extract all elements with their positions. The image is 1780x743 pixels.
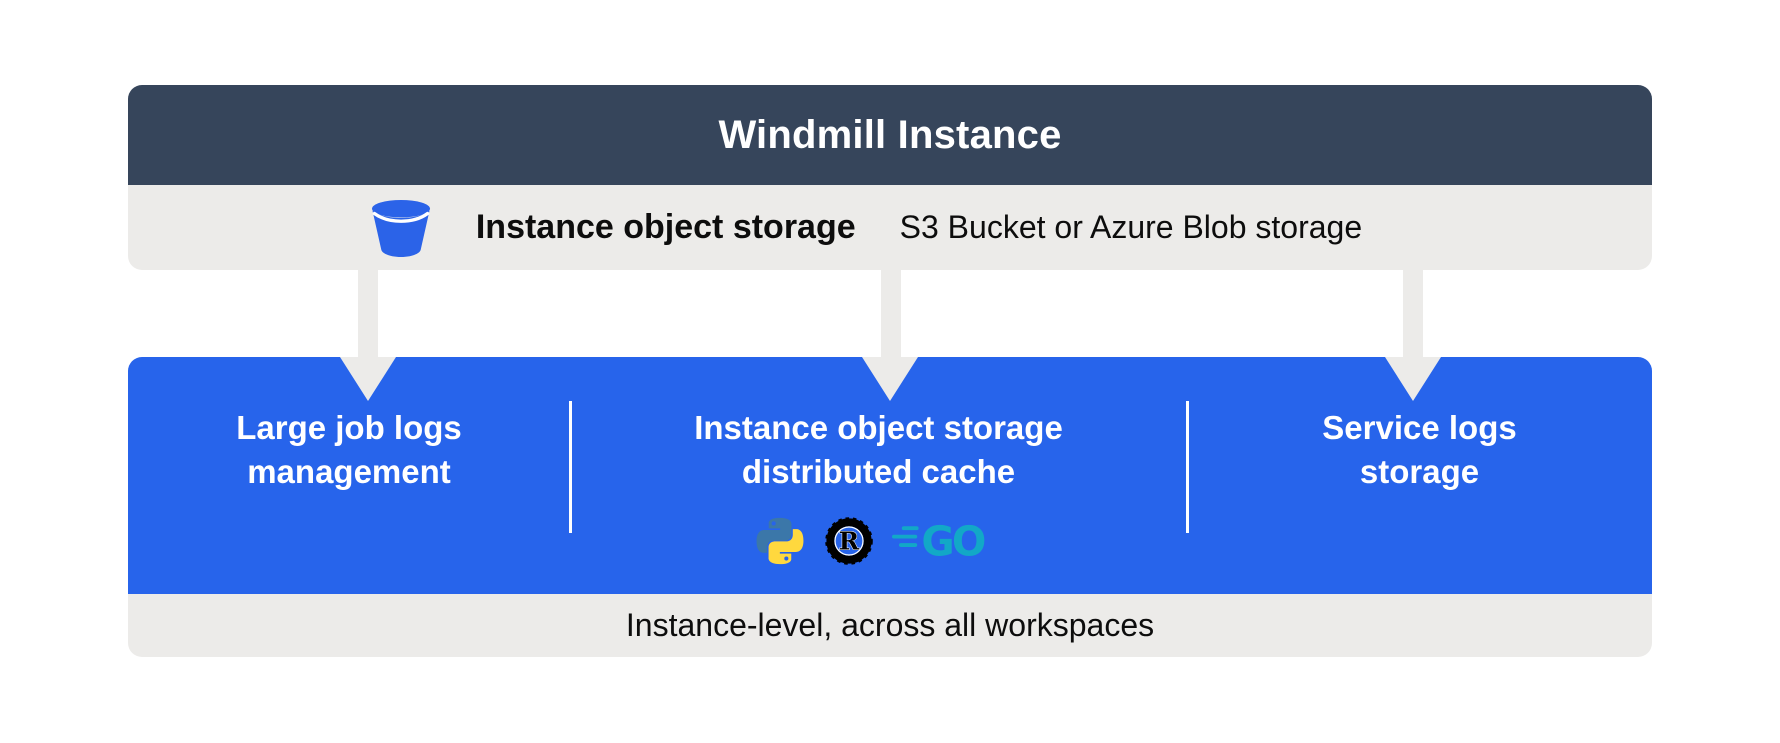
instance-object-storage-content: Instance object storage S3 Bucket or Azu… [370,199,1362,257]
rust-r-letter: R [838,526,859,555]
python-logo-icon [754,515,806,572]
section-distributed-cache: Instance object storage distributed cach… [570,357,1187,594]
section-title: Instance object storage distributed cach… [694,406,1063,494]
section-service-logs: Service logs storage [1187,357,1652,594]
connector-pipe-left [358,270,378,358]
instance-object-storage-bar: Instance object storage S3 Bucket or Azu… [128,185,1652,270]
bucket-icon [370,199,432,257]
features-card: Large job logs management Instance objec… [128,357,1652,657]
instance-object-storage-label: Instance object storage [475,208,856,246]
scope-label: Instance-level, across all workspaces [625,607,1155,643]
windmill-instance-card: Windmill Instance Instance object storag… [128,85,1652,270]
go-logo-icon: GO [891,518,1004,568]
windmill-instance-header: Windmill Instance [128,85,1652,185]
connector-pipe-middle [881,270,901,358]
section-title-line: Instance object storage [694,409,1063,446]
section-divider [569,401,572,533]
language-logos-row: R GO [754,514,1004,573]
section-title-line: Large job logs [236,409,462,446]
section-title-line: distributed cache [741,453,1016,490]
section-divider [1186,401,1189,533]
section-title-line: storage [1359,453,1480,490]
section-title: Large job logs management [236,406,462,494]
diagram-title: Windmill Instance [718,112,1062,157]
rust-logo-icon: R [822,514,876,573]
connector-pipe-right [1403,270,1423,358]
go-wordmark: GO [921,519,985,563]
section-title-line: Service logs [1322,409,1517,446]
section-large-job-logs: Large job logs management [128,357,570,594]
s3-azure-sublabel: S3 Bucket or Azure Blob storage [899,209,1363,245]
scope-bar: Instance-level, across all workspaces [128,594,1652,657]
section-title-line: management [247,453,451,490]
section-title: Service logs storage [1322,406,1516,494]
